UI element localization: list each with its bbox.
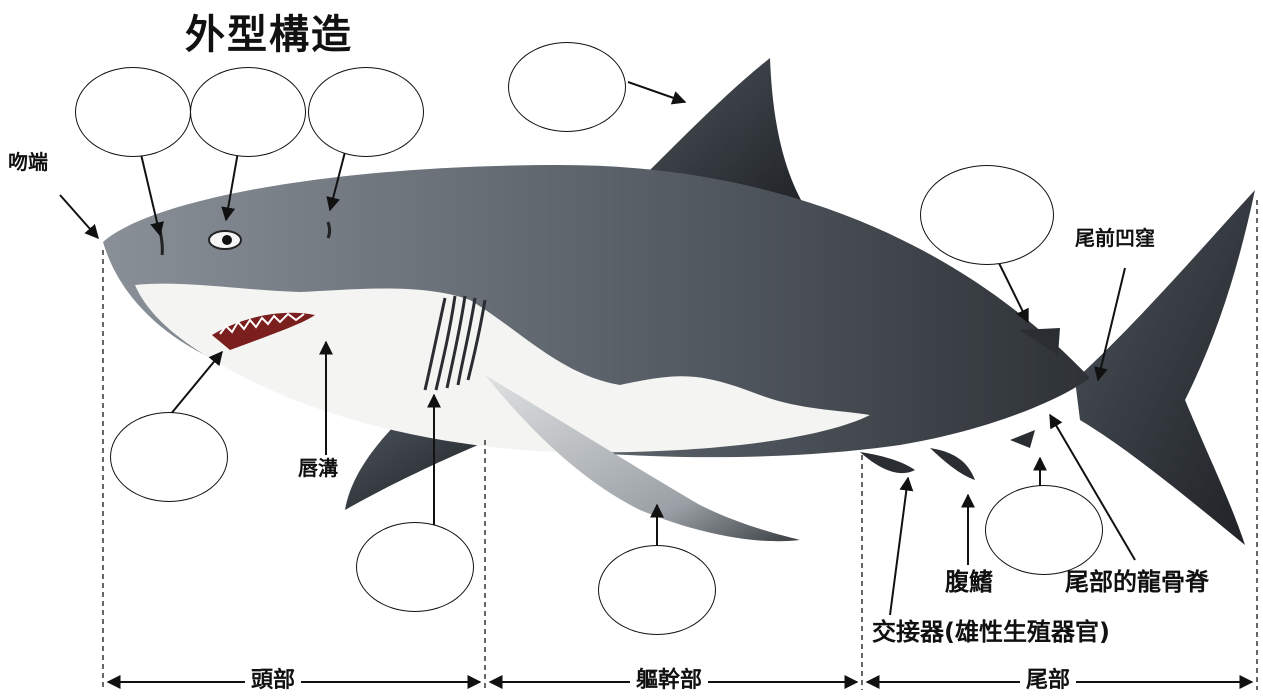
blank-pectoral-fin[interactable]	[598, 545, 716, 635]
blank-mouth[interactable]	[110, 412, 228, 502]
region-head: 頭部	[245, 670, 302, 692]
region-dividers	[102, 200, 1258, 690]
label-labial-furrow: 唇溝	[298, 456, 338, 480]
label-snout: 吻端	[8, 150, 48, 174]
diagram-title: 外型構造	[185, 12, 353, 58]
caudal-fin-shape	[1075, 190, 1255, 545]
pelvic-fin-shape	[860, 452, 915, 474]
blank-gill-slits[interactable]	[356, 522, 474, 612]
label-pelvic-fin: 腹鰭	[945, 568, 993, 596]
blank-nostril[interactable]	[75, 67, 191, 157]
second-dorsal-fin-shape	[1020, 328, 1060, 355]
label-precaudal-pit: 尾前凹窪	[1075, 226, 1155, 250]
anal-fin-shape	[1010, 430, 1035, 448]
blank-first-dorsal-fin[interactable]	[508, 42, 626, 132]
blank-eye[interactable]	[190, 67, 306, 157]
blank-spiracle[interactable]	[308, 67, 424, 157]
belly-shape	[135, 283, 870, 453]
gill-slits-shape	[423, 295, 487, 391]
region-tail: 尾部	[1020, 670, 1077, 692]
mouth-shape	[212, 312, 315, 350]
pointer-lines	[59, 81, 1136, 616]
blank-second-dorsal-fin[interactable]	[920, 165, 1054, 265]
label-clasper: 交接器(雄性生殖器官)	[872, 618, 1110, 646]
label-caudal-keel: 尾部的龍骨脊	[1065, 568, 1209, 596]
far-pectoral-fin	[345, 420, 490, 510]
teeth	[219, 312, 305, 335]
region-trunk: 軀幹部	[630, 670, 709, 692]
blank-anal-fin[interactable]	[985, 485, 1103, 575]
pectoral-fin-shape	[485, 375, 800, 542]
